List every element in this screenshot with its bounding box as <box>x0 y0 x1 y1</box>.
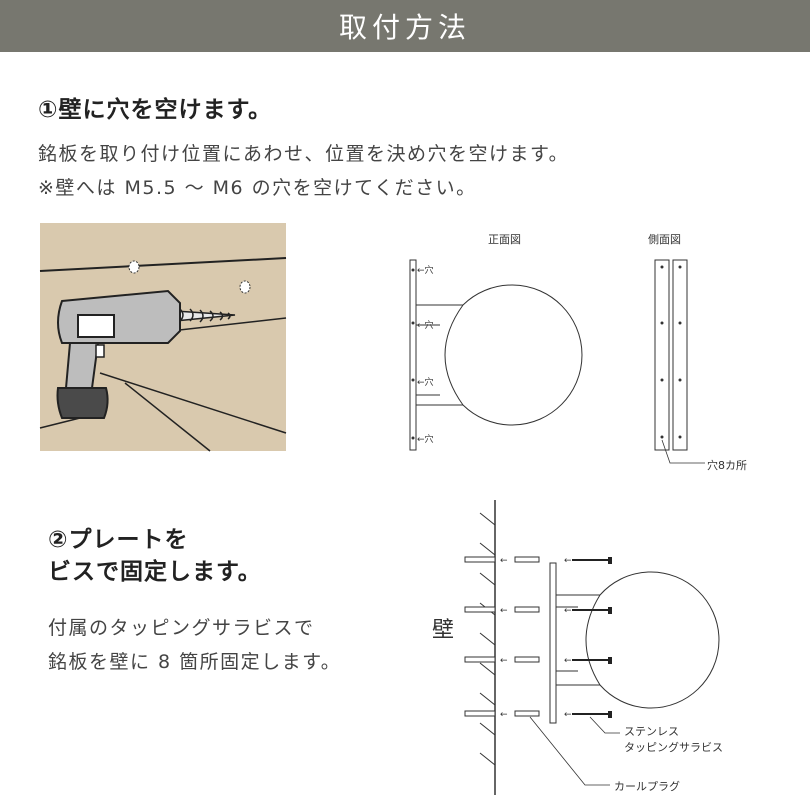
svg-text:←: ← <box>564 556 572 566</box>
hole-marker-4: ←穴 <box>417 435 434 445</box>
svg-text:←: ← <box>564 710 572 720</box>
svg-text:←: ← <box>500 556 508 566</box>
svg-text:←: ← <box>564 606 572 616</box>
svg-text:←: ← <box>500 710 508 720</box>
screw-label-line2: タッピングサラビス <box>624 741 723 754</box>
step1-note: ※壁へは M5.5 ～ M6 の穴を空けてください。 <box>38 177 477 199</box>
side-view-label: 側面図 <box>648 233 681 246</box>
front-view-diagram <box>409 259 583 451</box>
svg-text:←: ← <box>500 656 508 666</box>
step1-title: ①壁に穴を空けます。 <box>38 97 273 123</box>
hole-marker-2: ←穴 <box>417 321 434 331</box>
drill-illustration <box>39 223 287 452</box>
step2-description-line2: 銘板を壁に 8 箇所固定します。 <box>48 651 342 673</box>
step2-title-line2: ビスで固定します。 <box>48 559 262 585</box>
screw-label-line1: ステンレス <box>624 725 679 738</box>
side-view-diagram <box>654 259 705 464</box>
header-bar: 取付方法 <box>0 0 810 52</box>
step1-description: 銘板を取り付け位置にあわせ、位置を決め穴を空けます。 <box>38 143 570 165</box>
installation-diagram: ← ← ← ← ← ← ← ← <box>464 500 720 795</box>
wall-label: 壁 <box>432 618 455 643</box>
plug-label: カールプラグ <box>614 780 680 793</box>
holes-count-label: 穴8カ所 <box>707 459 747 472</box>
svg-text:←: ← <box>564 656 572 666</box>
step2-title-line1: ②プレートを <box>48 527 189 553</box>
hole-marker-3: ←穴 <box>417 378 434 388</box>
page-title: 取付方法 <box>338 11 471 44</box>
step2-description-line1: 付属のタッピングサラビスで <box>48 617 315 639</box>
front-view-label: 正面図 <box>488 233 521 246</box>
hole-marker-1: ←穴 <box>417 266 434 276</box>
svg-text:←: ← <box>500 606 508 616</box>
